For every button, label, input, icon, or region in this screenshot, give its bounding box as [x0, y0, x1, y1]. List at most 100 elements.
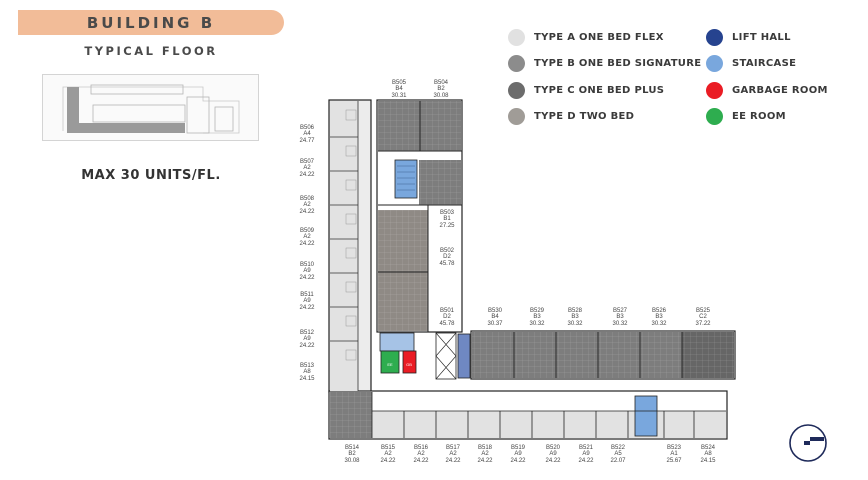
ee-tag: EE: [387, 362, 393, 367]
unit-id: B501: [439, 308, 454, 314]
unit-area: 24.15: [299, 375, 315, 382]
unit-area: 30.08: [344, 457, 360, 464]
unit-label-b525: B525 C2 37.22: [688, 308, 718, 327]
unit-label-b523: B523 A1 25.67: [659, 445, 689, 464]
unit-area: 24.22: [445, 457, 461, 464]
unit-type: A4: [303, 131, 311, 138]
unit-type: A9: [549, 451, 557, 458]
compass-icon: [789, 424, 827, 462]
staircase-core: [379, 332, 415, 352]
unit-id: B523: [666, 445, 681, 451]
unit-label-b506: B506 A4 24.77: [292, 125, 322, 144]
unit-label-b508: B508 A2 24.22: [292, 196, 322, 215]
unit-type: A9: [303, 268, 311, 275]
unit-label-b505: B505 B4 30.31: [384, 80, 414, 99]
unit-id: B526: [651, 308, 666, 314]
unit-type: A2: [481, 451, 489, 458]
legend-dot-staircase: [706, 55, 723, 72]
legend-dot-garbage-room: [706, 82, 723, 99]
unit-type: B3: [616, 314, 624, 321]
legend-dot-type-c: [508, 82, 525, 99]
unit-id: B528: [567, 308, 582, 314]
unit-id: B506: [299, 125, 314, 131]
unit-area: 30.08: [433, 92, 449, 99]
legend-type-b: TYPE B ONE BED SIGNATURE: [508, 55, 701, 72]
unit-id: B530: [487, 308, 502, 314]
legend-type-a: TYPE A ONE BED FLEX: [508, 29, 664, 46]
unit-id: B520: [545, 445, 560, 451]
unit-label-b522: B522 A5 22.07: [603, 445, 633, 464]
unit-type: C2: [699, 314, 707, 321]
unit-label-b501: B501 D2 45.78: [432, 308, 462, 327]
unit-b503: [419, 160, 461, 205]
unit-label-b510: B510 A9 24.22: [292, 262, 322, 281]
unit-area: 24.22: [299, 240, 315, 247]
lift-shaft: [435, 332, 457, 380]
unit-area: 30.37: [487, 320, 503, 327]
legend-label-type-d: TYPE D TWO BED: [534, 111, 635, 122]
unit-id: B522: [610, 445, 625, 451]
ee-room: [380, 350, 400, 374]
unit-area: 24.15: [700, 457, 716, 464]
unit-id: B510: [299, 262, 314, 268]
legend-dot-type-a: [508, 29, 525, 46]
unit-id: B513: [299, 363, 314, 369]
unit-type: A2: [303, 165, 311, 172]
unit-label-b511: B511 A9 24.22: [292, 292, 322, 311]
unit-label-b517: B517 A2 24.22: [438, 445, 468, 464]
legend-dot-type-d: [508, 108, 525, 125]
garbage-room: [402, 350, 417, 374]
unit-type: B2: [348, 451, 356, 458]
unit-label-b513: B513 A8 24.15: [292, 363, 322, 382]
legend-lift-hall: LIFT HALL: [706, 29, 791, 46]
unit-area: 24.22: [477, 457, 493, 464]
legend-type-d: TYPE D TWO BED: [508, 108, 634, 125]
unit-id: B516: [413, 445, 428, 451]
legend-garbage-room: GARBAGE ROOM: [706, 82, 828, 99]
unit-area: 45.78: [439, 320, 455, 327]
unit-label-b521: B521 A9 24.22: [571, 445, 601, 464]
unit-id: B518: [477, 445, 492, 451]
legend-dot-lift-hall: [706, 29, 723, 46]
unit-type: A9: [303, 336, 311, 343]
legend-ee-room: EE ROOM: [706, 108, 786, 125]
staircase-south: [634, 395, 658, 437]
unit-id: B521: [578, 445, 593, 451]
legend-staircase: STAIRCASE: [706, 55, 796, 72]
legend-label-type-c: TYPE C ONE BED PLUS: [534, 85, 665, 96]
gb-tag: GB: [406, 362, 412, 367]
unit-id: B519: [510, 445, 525, 451]
unit-label-b504: B504 B2 30.08: [426, 80, 456, 99]
unit-id: B507: [299, 159, 314, 165]
left-wing-units: [330, 101, 359, 391]
unit-type: A9: [514, 451, 522, 458]
legend-label-garbage-room: GARBAGE ROOM: [732, 85, 828, 96]
unit-id: B505: [391, 80, 406, 86]
unit-area: 25.67: [666, 457, 682, 464]
legend-type-c: TYPE C ONE BED PLUS: [508, 82, 664, 99]
unit-label-b527: B527 B3 30.32: [605, 308, 635, 327]
unit-area: 24.22: [510, 457, 526, 464]
unit-area: 37.22: [695, 320, 711, 327]
unit-id: B527: [612, 308, 627, 314]
unit-id: B514: [344, 445, 359, 451]
unit-area: 24.22: [299, 171, 315, 178]
unit-area: 27.25: [439, 222, 455, 229]
unit-area: 24.22: [545, 457, 561, 464]
unit-area: 30.32: [529, 320, 545, 327]
unit-label-b515: B515 A2 24.22: [373, 445, 403, 464]
unit-label-b509: B509 A2 24.22: [292, 228, 322, 247]
unit-id: B509: [299, 228, 314, 234]
lift-hall: [457, 333, 471, 379]
unit-id: B524: [700, 445, 715, 451]
legend-dot-type-b: [508, 55, 525, 72]
unit-label-b512: B512 A9 24.22: [292, 330, 322, 349]
unit-type: A8: [303, 369, 311, 376]
unit-type: A1: [670, 451, 678, 458]
unit-area: 24.22: [299, 304, 315, 311]
unit-area: 30.32: [651, 320, 667, 327]
unit-id: B503: [439, 210, 454, 216]
unit-type: B3: [655, 314, 663, 321]
unit-area: 30.32: [567, 320, 583, 327]
